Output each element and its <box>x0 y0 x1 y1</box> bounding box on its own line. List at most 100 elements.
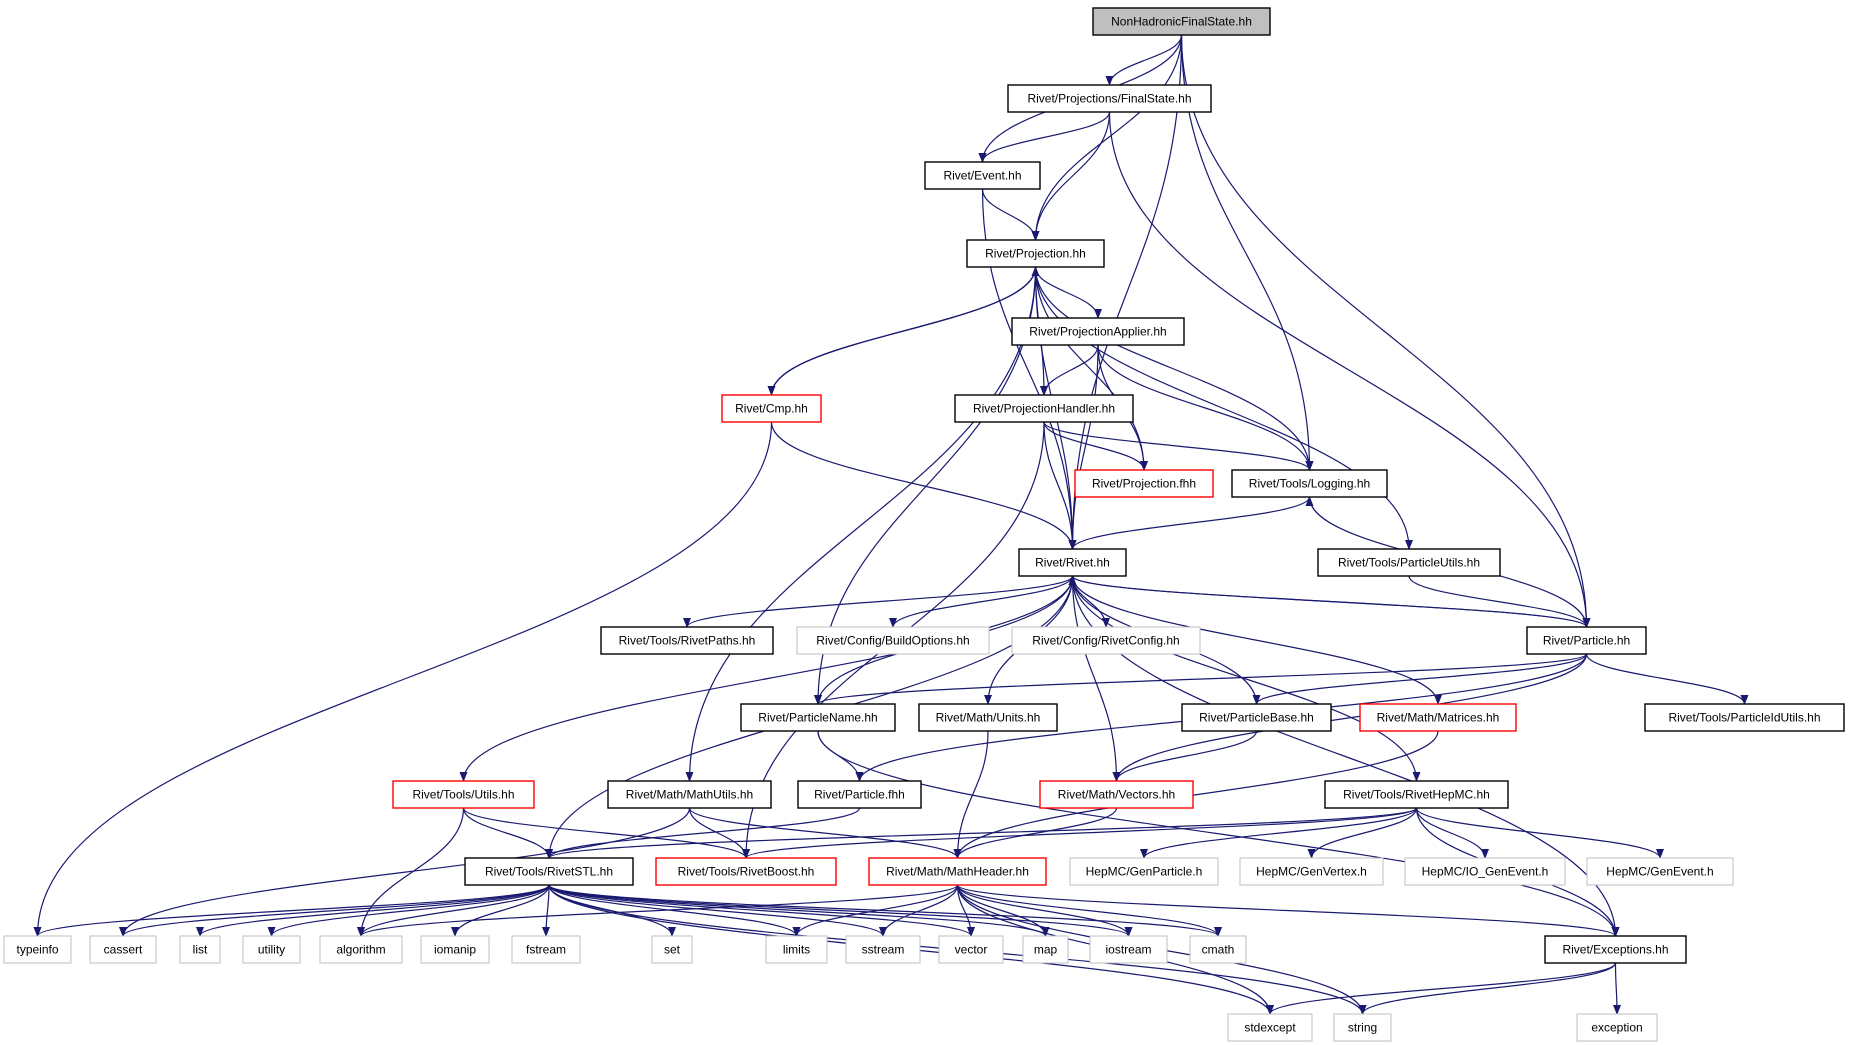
node-rivet-projection-fhh[interactable]: Rivet/Projection.fhh <box>1074 469 1214 498</box>
node-box <box>1231 469 1388 498</box>
node-rivet-particlebase-hh[interactable]: Rivet/ParticleBase.hh <box>1181 703 1332 732</box>
node-rivet-math-units-hh[interactable]: Rivet/Math/Units.hh <box>918 703 1058 732</box>
edge-rivet-projectionapplier-hh-to-rivet-rivet-hh <box>1068 344 1099 550</box>
node-label: Rivet/Config/RivetConfig.hh <box>1032 634 1179 648</box>
node-string: string <box>1333 1013 1392 1042</box>
node-rivet-projections-finalstate-hh[interactable]: Rivet/Projections/FinalState.hh <box>1007 84 1212 113</box>
node-label: Rivet/Tools/Utils.hh <box>412 788 514 802</box>
node-label: HepMC/GenVertex.h <box>1256 865 1367 879</box>
node-iostream: iostream <box>1089 935 1168 964</box>
edge-rivet-projectionapplier-hh-to-rivet-projectionhandler-hh <box>1040 344 1099 396</box>
node-box <box>1359 703 1517 732</box>
node-nonhadronicfinalstate-hh[interactable]: NonHadronicFinalState.hh <box>1092 7 1271 36</box>
node-rivet-tools-particleidutils-hh[interactable]: Rivet/Tools/ParticleIdUtils.hh <box>1644 703 1845 732</box>
node-rivet-cmp-hh[interactable]: Rivet/Cmp.hh <box>721 394 822 423</box>
node-box <box>319 935 403 964</box>
edge-rivet-math-mathutils-hh-to-rivet-math-mathheader-hh <box>688 807 962 859</box>
edge-rivet-math-units-hh-to-rivet-math-mathheader-hh <box>953 730 989 859</box>
edge-rivet-tools-rivethepmc-hh-to-hepmc-genevent-h <box>1415 807 1664 859</box>
node-label: stdexcept <box>1244 1021 1296 1035</box>
edge-rivet-rivet-hh-to-rivet-math-matrices-hh <box>1071 575 1442 705</box>
node-rivet-math-mathutils-hh[interactable]: Rivet/Math/MathUtils.hh <box>607 780 772 809</box>
node-rivet-tools-rivetpaths-hh[interactable]: Rivet/Tools/RivetPaths.hh <box>600 626 774 655</box>
node-label: Rivet/ProjectionHandler.hh <box>973 402 1115 416</box>
node-label: Rivet/Math/Matrices.hh <box>1377 711 1500 725</box>
node-rivet-tools-rivetboost-hh[interactable]: Rivet/Tools/RivetBoost.hh <box>655 857 837 886</box>
node-box <box>1239 857 1384 886</box>
node-rivet-exceptions-hh[interactable]: Rivet/Exceptions.hh <box>1544 935 1687 964</box>
node-rivet-tools-particleutils-hh[interactable]: Rivet/Tools/ParticleUtils.hh <box>1317 548 1501 577</box>
edge-rivet-projectionhandler-hh-to-rivet-projection-fhh <box>1043 421 1148 471</box>
edge-rivet-particle-hh-to-rivet-math-vectors-hh <box>1112 653 1588 782</box>
node-box <box>918 703 1058 732</box>
node-rivet-tools-utils-hh[interactable]: Rivet/Tools/Utils.hh <box>392 780 535 809</box>
edge-rivet-projectionhandler-hh-to-rivet-rivet-hh <box>1043 421 1077 550</box>
node-label: Rivet/Tools/RivetSTL.hh <box>485 865 613 879</box>
node-box <box>1181 703 1332 732</box>
node-rivet-projectionapplier-hh[interactable]: Rivet/ProjectionApplier.hh <box>1011 317 1185 346</box>
edge-rivet-tools-particleutils-hh-to-rivet-particle-hh <box>1408 575 1591 628</box>
node-rivet-projectionhandler-hh[interactable]: Rivet/ProjectionHandler.hh <box>954 394 1134 423</box>
node-label: Rivet/Math/MathUtils.hh <box>626 788 753 802</box>
node-box <box>655 857 837 886</box>
node-iomanip: iomanip <box>420 935 490 964</box>
node-box <box>242 935 301 964</box>
node-label: cassert <box>104 943 143 957</box>
node-box <box>1022 935 1069 964</box>
edge-rivet-exceptions-hh-to-exception <box>1612 962 1621 1015</box>
node-limits: limits <box>765 935 828 964</box>
edge-rivet-exceptions-hh-to-string <box>1358 962 1617 1015</box>
node-label: Rivet/Config/BuildOptions.hh <box>816 634 969 648</box>
edge-rivet-math-mathheader-hh-to-sstream <box>879 884 959 937</box>
node-rivet-event-hh[interactable]: Rivet/Event.hh <box>924 161 1041 190</box>
node-box <box>1544 935 1687 964</box>
edge-rivet-projectionhandler-hh-to-rivet-tools-logging-hh <box>1043 421 1314 471</box>
node-box <box>1189 935 1247 964</box>
node-box <box>1333 1013 1392 1042</box>
node-rivet-math-vectors-hh[interactable]: Rivet/Math/Vectors.hh <box>1039 780 1194 809</box>
edge-rivet-tools-rivetstl-hh-to-fstream <box>542 884 551 937</box>
node-label: Rivet/Tools/Logging.hh <box>1249 477 1370 491</box>
node-rivet-tools-logging-hh[interactable]: Rivet/Tools/Logging.hh <box>1231 469 1388 498</box>
node-rivet-math-matrices-hh[interactable]: Rivet/Math/Matrices.hh <box>1359 703 1517 732</box>
edge-rivet-event-hh-to-rivet-projection-hh <box>981 188 1040 241</box>
edge-rivet-particlebase-hh-to-rivet-math-vectors-hh <box>1112 730 1258 782</box>
node-rivet-particlename-hh[interactable]: Rivet/ParticleName.hh <box>740 703 896 732</box>
node-rivet-tools-rivetstl-hh[interactable]: Rivet/Tools/RivetSTL.hh <box>464 857 634 886</box>
node-box <box>1011 626 1201 655</box>
edge-rivet-particle-hh-to-rivet-rivet-hh <box>1068 575 1588 628</box>
node-box <box>938 935 1004 964</box>
edge-rivet-tools-utils-hh-to-rivet-tools-rivetboost-hh <box>462 807 750 859</box>
node-box <box>765 935 828 964</box>
edge-nonhadronicfinalstate-hh-to-rivet-rivet-hh <box>1068 34 1183 550</box>
node-box <box>179 935 221 964</box>
node-rivet-rivet-hh[interactable]: Rivet/Rivet.hh <box>1018 548 1127 577</box>
node-rivet-particle-hh[interactable]: Rivet/Particle.hh <box>1526 626 1647 655</box>
node-rivet-config-rivetconfig-hh: Rivet/Config/RivetConfig.hh <box>1011 626 1201 655</box>
node-box <box>924 161 1041 190</box>
node-box <box>1018 548 1127 577</box>
edge-rivet-cmp-hh-to-typeinfo <box>33 421 773 937</box>
node-rivet-tools-rivethepmc-hh[interactable]: Rivet/Tools/RivetHepMC.hh <box>1324 780 1509 809</box>
node-label: Rivet/Particle.hh <box>1543 634 1630 648</box>
edge-rivet-tools-rivetstl-hh-to-iostream <box>548 884 1133 937</box>
node-label: HepMC/IO_GenEvent.h <box>1422 865 1549 879</box>
node-box <box>89 935 157 964</box>
node-label: string <box>1348 1021 1377 1035</box>
node-label: fstream <box>526 943 566 957</box>
node-rivet-math-mathheader-hh[interactable]: Rivet/Math/MathHeader.hh <box>868 857 1047 886</box>
node-box <box>600 626 774 655</box>
node-label: NonHadronicFinalState.hh <box>1111 15 1252 29</box>
edge-rivet-math-mathheader-hh-to-iostream <box>956 884 1133 937</box>
node-algorithm: algorithm <box>319 935 403 964</box>
node-box <box>1404 857 1566 886</box>
edge-rivet-projection-hh-to-rivet-projection-fhh <box>1034 266 1148 471</box>
node-rivet-particle-fhh[interactable]: Rivet/Particle.fhh <box>797 780 922 809</box>
edge-rivet-projection-hh-to-rivet-math-mathutils-hh <box>685 266 1037 782</box>
node-label: HepMC/GenParticle.h <box>1086 865 1203 879</box>
node-rivet-projection-hh[interactable]: Rivet/Projection.hh <box>966 239 1105 268</box>
node-label: vector <box>955 943 988 957</box>
node-box <box>1011 317 1185 346</box>
edge-rivet-tools-rivethepmc-hh-to-hepmc-genvertex-h <box>1307 807 1418 859</box>
node-box <box>1039 780 1194 809</box>
